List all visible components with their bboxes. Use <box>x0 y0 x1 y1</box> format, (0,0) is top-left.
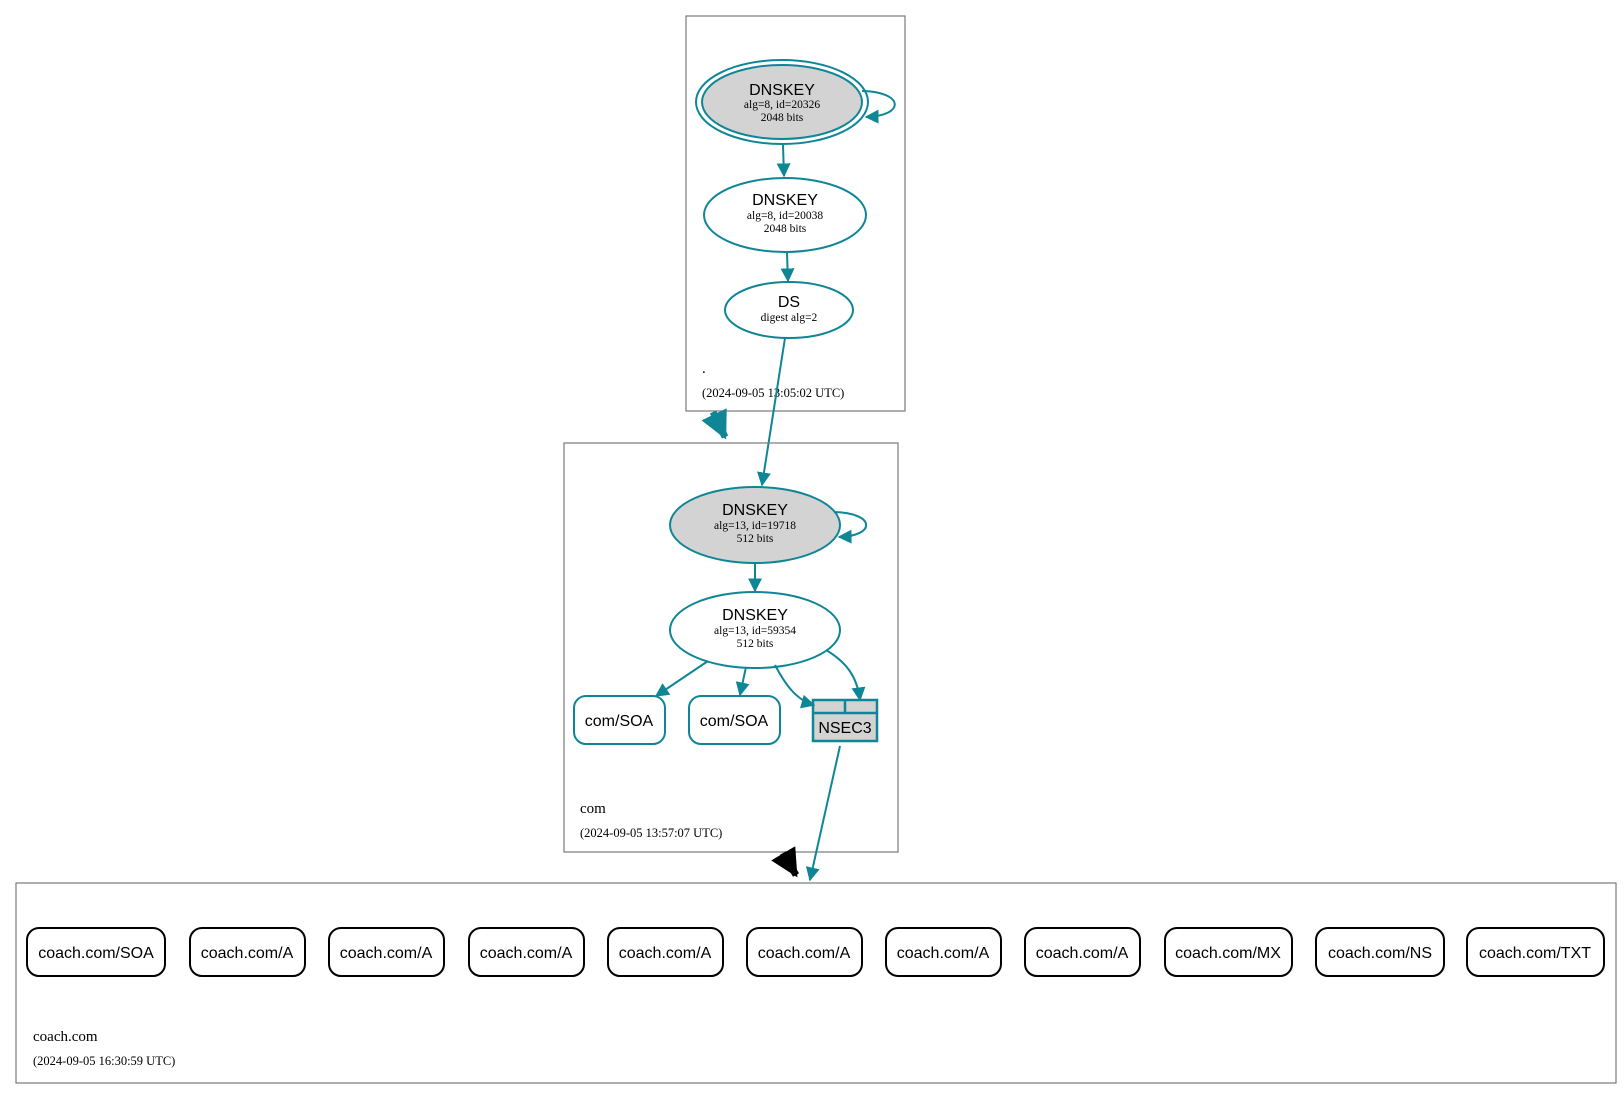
ds-to-com-ksk-edge <box>757 337 786 487</box>
coach-record[interactable]: coach.com/SOA <box>26 927 166 977</box>
root-zsk-title: DNSKEY <box>752 192 818 209</box>
zone-coach-box <box>15 882 1617 1084</box>
coach-record-label: coach.com/A <box>897 945 990 962</box>
com-zsk-bits: 512 bits <box>737 638 774 650</box>
zone-root: DNSKEY alg=8, id=20326 2048 bits DNSKEY … <box>685 15 906 412</box>
coach-record[interactable]: coach.com/A <box>1024 927 1141 977</box>
root-ds-title: DS <box>778 294 800 311</box>
zone-com-timestamp: (2024-09-05 13:57:07 UTC) <box>580 826 722 840</box>
zone-root-timestamp: (2024-09-05 13:05:02 UTC) <box>702 386 844 400</box>
root-ksk-node[interactable]: DNSKEY alg=8, id=20326 2048 bits <box>695 59 869 145</box>
com-ksk-node[interactable]: DNSKEY alg=13, id=19718 512 bits <box>669 486 841 564</box>
zone-coach-timestamp: (2024-09-05 16:30:59 UTC) <box>33 1054 175 1068</box>
root-ds-digest: digest alg=2 <box>761 312 818 324</box>
zone-root-name: . <box>702 361 706 377</box>
com-ksk-self-edge <box>833 511 868 544</box>
zone-coach: coach.com/SOA coach.com/A coach.com/A co… <box>15 882 1617 1084</box>
coach-record[interactable]: coach.com/A <box>746 927 863 977</box>
zone-com-box <box>563 442 899 853</box>
com-soa-record-2[interactable]: com/SOA <box>688 695 781 745</box>
coach-record-label: coach.com/A <box>758 945 851 962</box>
com-soa-1-label: com/SOA <box>585 713 654 730</box>
root-zsk-alg: alg=8, id=20038 <box>747 210 823 222</box>
coach-record-label: coach.com/A <box>480 945 573 962</box>
root-ksk-bits: 2048 bits <box>761 112 804 124</box>
com-ksk-bits: 512 bits <box>737 533 774 545</box>
com-nsec3-node[interactable]: NSEC3 <box>811 698 879 743</box>
com-soa-record-1[interactable]: com/SOA <box>573 695 666 745</box>
root-zsk-bits: 2048 bits <box>764 223 807 235</box>
com-zsk-to-soa2-edge <box>735 666 750 697</box>
coach-record[interactable]: coach.com/A <box>468 927 585 977</box>
coach-record-label: coach.com/NS <box>1328 945 1432 962</box>
nsec3-to-coach-edge <box>805 745 841 882</box>
coach-record[interactable]: coach.com/A <box>885 927 1002 977</box>
root-zsk-to-ds-edge <box>780 252 795 283</box>
com-nsec3-label: NSEC3 <box>818 720 871 737</box>
coach-record[interactable]: coach.com/A <box>607 927 724 977</box>
com-zsk-title: DNSKEY <box>722 607 788 624</box>
coach-record[interactable]: coach.com/NS <box>1315 927 1445 977</box>
com-ksk-title: DNSKEY <box>722 502 788 519</box>
com-zsk-to-nsec3-edge-b <box>825 649 866 702</box>
com-zsk-alg: alg=13, id=59354 <box>714 625 796 637</box>
coach-record[interactable]: coach.com/MX <box>1164 927 1293 977</box>
zone-coach-name: coach.com <box>33 1029 98 1045</box>
coach-record-label: coach.com/TXT <box>1479 945 1591 962</box>
zone-com-name: com <box>580 801 606 817</box>
coach-record[interactable]: coach.com/TXT <box>1466 927 1605 977</box>
coach-record[interactable]: coach.com/A <box>328 927 445 977</box>
root-ksk-to-zsk-edge <box>776 144 791 178</box>
root-ds-node[interactable]: DS digest alg=2 <box>724 281 854 339</box>
coach-record-label: coach.com/MX <box>1175 945 1281 962</box>
com-zsk-to-soa1-edge <box>654 660 709 697</box>
root-ksk-self-edge <box>861 90 896 124</box>
root-ksk-alg: alg=8, id=20326 <box>744 99 820 111</box>
com-zsk-to-nsec3-edge-a <box>774 664 816 709</box>
root-zsk-node[interactable]: DNSKEY alg=8, id=20038 2048 bits <box>703 177 867 253</box>
coach-record-label: coach.com/A <box>340 945 433 962</box>
coach-record-label: coach.com/SOA <box>38 945 154 962</box>
coach-record-label: coach.com/A <box>1036 945 1129 962</box>
zone-com: DNSKEY alg=13, id=19718 512 bits DNSKEY … <box>563 442 899 853</box>
coach-record-label: coach.com/A <box>619 945 712 962</box>
coach-record-label: coach.com/A <box>201 945 294 962</box>
com-soa-2-label: com/SOA <box>700 713 769 730</box>
com-ksk-alg: alg=13, id=19718 <box>714 520 796 532</box>
root-ksk-title: DNSKEY <box>749 82 815 99</box>
com-to-coach-delegation-edge <box>771 846 800 878</box>
zone-root-box <box>685 15 906 412</box>
com-zsk-node[interactable]: DNSKEY alg=13, id=59354 512 bits <box>669 591 841 669</box>
coach-record[interactable]: coach.com/A <box>189 927 306 977</box>
root-to-com-delegation-edge <box>701 408 729 440</box>
